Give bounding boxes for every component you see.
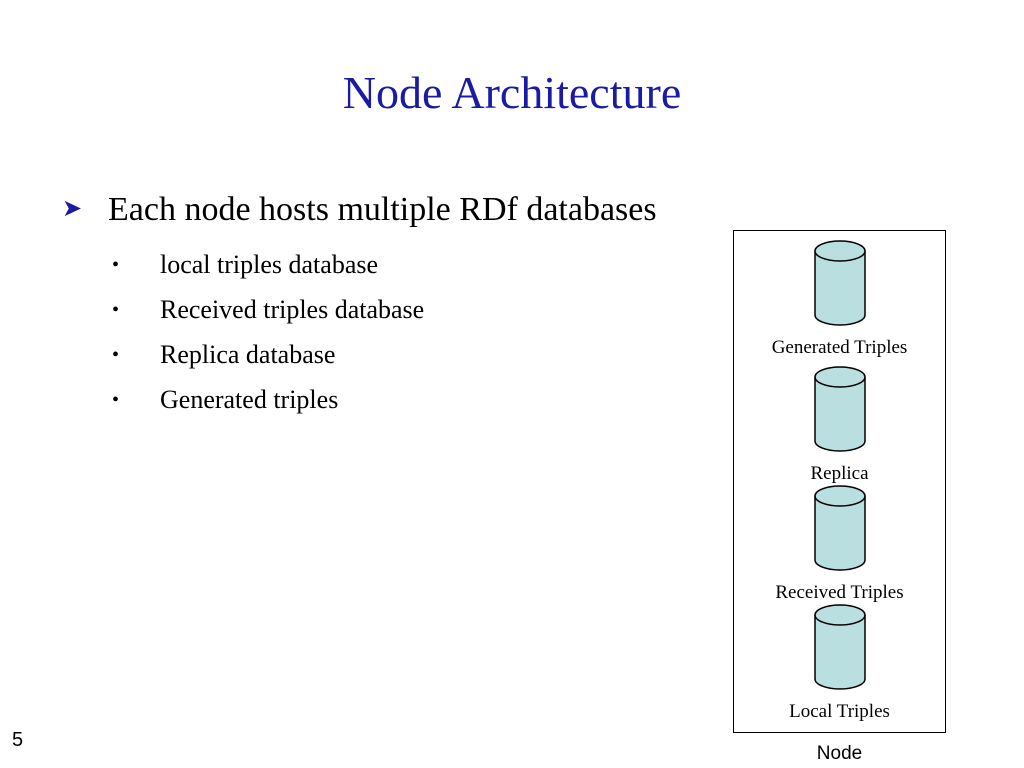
main-bullet: ➤ Each node hosts multiple RDf databases	[62, 190, 657, 231]
database-received-triples: Received Triples	[734, 484, 945, 604]
node-caption: Node	[816, 743, 863, 764]
database-local-triples: Local Triples	[734, 603, 945, 723]
database-cylinder-icon	[813, 485, 866, 571]
sub-bullet-text: Received triples database	[160, 295, 425, 324]
page-number: 5	[12, 729, 24, 751]
sub-bullet-item: • Generated triples	[112, 377, 424, 422]
database-cylinder-icon	[813, 604, 866, 690]
database-label: Generated Triples	[771, 337, 908, 358]
database-label: Received Triples	[775, 582, 904, 603]
sub-bullet-item: • Received triples database	[112, 287, 424, 332]
database-label: Local Triples	[789, 701, 890, 722]
dot-bullet-icon: •	[112, 254, 120, 276]
database-replica: Replica	[734, 365, 945, 485]
sub-bullet-text: Generated triples	[160, 385, 339, 414]
main-bullet-text: Each node hosts multiple RDf databases	[108, 191, 657, 228]
sub-bullet-text: Replica database	[160, 340, 336, 369]
sub-bullet-list: • local triples database • Received triple…	[112, 242, 424, 422]
dot-bullet-icon: •	[112, 299, 120, 321]
database-cylinder-icon	[813, 366, 866, 452]
database-cylinder-icon	[813, 240, 866, 326]
sub-bullet-text: local triples database	[160, 250, 379, 279]
dot-bullet-icon: •	[112, 389, 120, 411]
sub-bullet-item: • local triples database	[112, 242, 424, 287]
database-label: Replica	[810, 463, 869, 484]
node-box: Generated Triples Replica Received Tripl…	[733, 230, 946, 733]
slide-title: Node Architecture	[342, 67, 682, 118]
arrow-bullet-icon: ➤	[62, 196, 83, 222]
dot-bullet-icon: •	[112, 344, 120, 366]
database-generated-triples: Generated Triples	[734, 239, 945, 359]
sub-bullet-item: • Replica database	[112, 332, 424, 377]
